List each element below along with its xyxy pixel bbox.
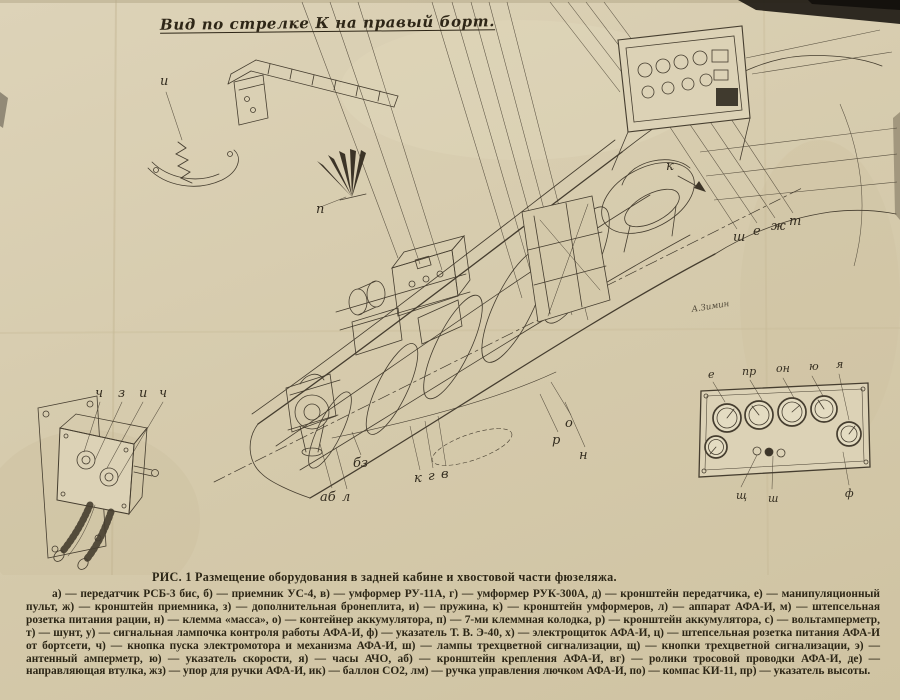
callout-panel-4: ю: [809, 360, 819, 373]
callout-k2: к: [414, 471, 422, 486]
callout-zh: ж: [771, 219, 786, 234]
callout-box-ch1: ч: [95, 386, 103, 401]
callout-panel-2: пр: [742, 365, 756, 378]
callout-view-k: к: [666, 159, 674, 174]
fuselage-cutaway-drawing: [213, 139, 803, 499]
callout-panel-5: я: [836, 358, 843, 371]
callout-r: р: [552, 433, 561, 448]
callout-panel-sh: ш: [768, 492, 778, 505]
junction-box-detail: [37, 395, 164, 570]
instrument-panel-detail: [698, 373, 871, 490]
callout-panel-f: ф: [845, 487, 854, 500]
callout-ab: аб: [320, 490, 336, 505]
callout-o: о: [565, 416, 573, 431]
callout-terminal-block: п: [316, 202, 324, 217]
callout-box-z: з: [118, 386, 125, 401]
draftsman-signature: А.Зимин: [690, 299, 730, 315]
figure-drawing: и п к ш е ж т р о н аб л бз к г в ч з и …: [0, 0, 900, 575]
callout-l: л: [342, 490, 350, 505]
figure-caption: РИС. 1 Размещение оборудования в задней …: [26, 570, 880, 678]
callout-panel-1: е: [708, 368, 715, 381]
bracket-detail: [147, 59, 399, 207]
callout-g: г: [428, 469, 435, 484]
paper-stains: [0, 0, 900, 575]
callout-v: в: [441, 467, 449, 482]
figure-legend: а) — передатчик РСБ-3 бис, б) — приемник…: [26, 588, 880, 678]
callout-panel-3: он: [776, 362, 790, 375]
figure-caption-title: РИС. 1 Размещение оборудования в задней …: [152, 570, 617, 584]
radio-equipment: [285, 235, 557, 457]
callout-sh: ш: [733, 230, 745, 245]
scan-artifacts: [0, 0, 900, 220]
callout-t: т: [789, 214, 801, 229]
callout-box-i: и: [139, 386, 147, 401]
callout-panel-shch: щ: [736, 489, 747, 502]
view-arrow-k: [677, 175, 706, 192]
callout-e: е: [753, 224, 761, 239]
callout-bz: бз: [353, 456, 368, 471]
view-note-title: Вид по стрелке К на правый борт.: [159, 12, 496, 34]
callout-box-ch2: ч: [159, 386, 167, 401]
callout-labels: и п к ш е ж т р о н аб л бз к г в ч з и …: [95, 74, 854, 505]
rear-cockpit: [601, 25, 897, 255]
callout-n: н: [579, 448, 588, 463]
callout-spring: и: [160, 74, 168, 89]
